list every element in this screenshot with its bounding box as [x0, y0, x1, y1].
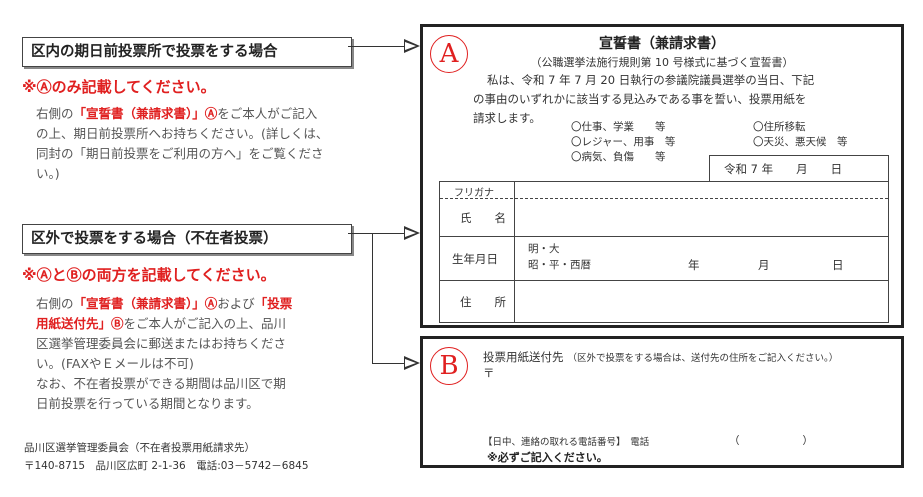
footer-org: 品川区選挙管理委員会（不在者投票用紙請求先）	[24, 442, 255, 454]
furigana-input[interactable]	[515, 182, 887, 198]
section2-body: 右側の「宣誓書（兼請求書）」Ⓐおよび「投票 用紙送付先」Ⓑをご本人がご記入の上、…	[36, 296, 293, 411]
dob-year-label: 年	[688, 258, 700, 272]
reason-moving[interactable]: 〇住所移転	[753, 121, 806, 133]
section1-note: ※Ⓐのみ記載してください。	[22, 78, 216, 96]
dob-day-label: 日	[832, 258, 844, 272]
section1-title: 区内の期日前投票所で投票をする場合	[22, 37, 352, 67]
reason-illness[interactable]: 〇病気、負傷 等	[571, 151, 666, 163]
address-label: 住 所	[460, 295, 506, 309]
panel-b-title: 投票用紙送付先（区外で投票をする場合は、送付先の住所をご記入ください。）	[483, 350, 839, 364]
dob-month-label: 月	[758, 258, 770, 272]
arrow-right-icon-inner	[405, 228, 416, 237]
required-note: ※必ずご記入ください。	[487, 451, 608, 464]
era-option-2[interactable]: 昭・平・西暦	[528, 259, 591, 271]
postal-mark: 〒	[483, 366, 495, 380]
panel-b-mailing-address: B 投票用紙送付先（区外で投票をする場合は、送付先の住所をご記入ください。） 〒…	[420, 336, 904, 468]
reason-leisure[interactable]: 〇レジャー、用事 等	[571, 136, 676, 148]
dob-label: 生年月日	[452, 252, 498, 266]
panel-a-text2: の事由のいずれかに該当する見込みである事を誓い、投票用紙を	[473, 92, 807, 106]
footer-address: 〒140-8715 品川区広町 2-1-36 電話:03－5742－6845	[24, 460, 309, 472]
reason-disaster[interactable]: 〇天災、悪天候 等	[753, 136, 848, 148]
mailing-address-input[interactable]	[495, 361, 895, 429]
phone-label: 【日中、連絡の取れる電話番号】 電話	[483, 437, 650, 448]
panel-a-subtitle: （公職選挙法施行規則第 10 号様式に基づく宣誓書）	[530, 56, 794, 69]
name-input[interactable]	[515, 199, 887, 236]
arrow-line	[348, 233, 404, 234]
furigana-label: フリガナ	[454, 188, 494, 199]
phone-input[interactable]: （ ）	[729, 435, 813, 447]
arrow-right-icon-inner	[405, 358, 416, 367]
era-option-1[interactable]: 明・大	[528, 243, 560, 255]
applicant-table: フリガナ 氏 名 生年月日 明・大 昭・平・西暦 年 月 日 住 所	[439, 181, 889, 323]
date-box[interactable]: 令和 7 年 月 日	[709, 155, 889, 182]
panel-a-text3: 請求します。	[473, 111, 541, 125]
section1-body: 右側の「宣誓書（兼請求書）」Ⓐをご本人がご記入 の上、期日前投票所へお持ちくださ…	[36, 106, 329, 181]
reason-work[interactable]: 〇仕事、学業 等	[571, 121, 666, 133]
section2-note: ※ⒶとⒷの両方を記載してください。	[22, 266, 276, 284]
panel-a-title: 宣誓書（兼請求書）	[599, 36, 725, 52]
panel-a-text1: 私は、令和 7 年 7 月 20 日執行の参議院議員選挙の当日、下記	[487, 73, 815, 87]
name-label: 氏 名	[460, 211, 506, 225]
arrow-branch-line	[372, 233, 373, 363]
panel-a-letter: A	[430, 35, 468, 73]
arrow-line	[348, 46, 404, 47]
arrow-line	[372, 363, 404, 364]
section2-title: 区外で投票をする場合（不在者投票）	[22, 224, 352, 254]
panel-b-letter: B	[430, 347, 468, 385]
panel-a-oath-form: A 宣誓書（兼請求書） （公職選挙法施行規則第 10 号様式に基づく宣誓書） 私…	[420, 24, 904, 328]
arrow-right-icon-inner	[405, 41, 416, 50]
address-input[interactable]	[515, 281, 887, 321]
date-field: 令和 7 年 月 日	[724, 162, 843, 176]
